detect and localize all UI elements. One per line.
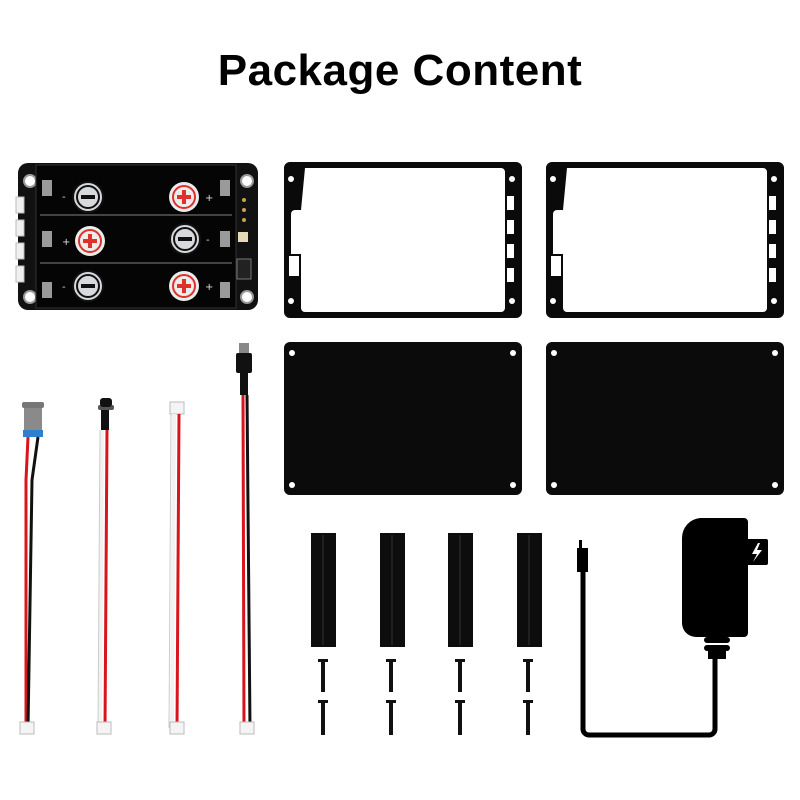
screw (318, 700, 328, 735)
power-adapter (577, 518, 768, 738)
standoffs (311, 533, 542, 647)
terminal-positive-1 (169, 182, 199, 212)
svg-text:-: - (62, 282, 66, 293)
standoff-3 (448, 533, 473, 647)
terminal-negative-1 (72, 181, 104, 213)
terminal-negative-3 (72, 270, 104, 302)
screws (318, 659, 533, 735)
svg-text:-: - (62, 192, 66, 203)
screw (455, 700, 465, 735)
standoff-4 (517, 533, 542, 647)
screw (386, 659, 396, 692)
connector-cable (168, 401, 185, 735)
terminal-negative-2 (169, 223, 201, 255)
terminal-positive-3 (169, 271, 199, 301)
screw (523, 659, 533, 692)
svg-text:+: + (62, 237, 70, 248)
svg-text:+: + (205, 193, 213, 204)
standoff-1 (311, 533, 336, 647)
battery-holder-board: - + + - - + (15, 163, 258, 310)
svg-text:+: + (205, 282, 213, 293)
standoff-2 (380, 533, 405, 647)
metal-switch-cable (19, 402, 44, 735)
lightning-bolt-icon (752, 543, 762, 562)
screw (386, 700, 396, 735)
micro-usb-cable (236, 343, 255, 735)
svg-text:-: - (206, 235, 210, 246)
screw (455, 659, 465, 692)
frame-plate-1 (284, 162, 522, 318)
terminal-positive-2 (75, 226, 105, 256)
page-title: Package Content (217, 46, 583, 95)
back-plate-1 (284, 342, 522, 495)
screw (523, 700, 533, 735)
screw (318, 659, 328, 692)
frame-plate-2 (546, 162, 784, 318)
dc-jack-cable (96, 398, 114, 735)
back-plate-2 (546, 342, 784, 495)
